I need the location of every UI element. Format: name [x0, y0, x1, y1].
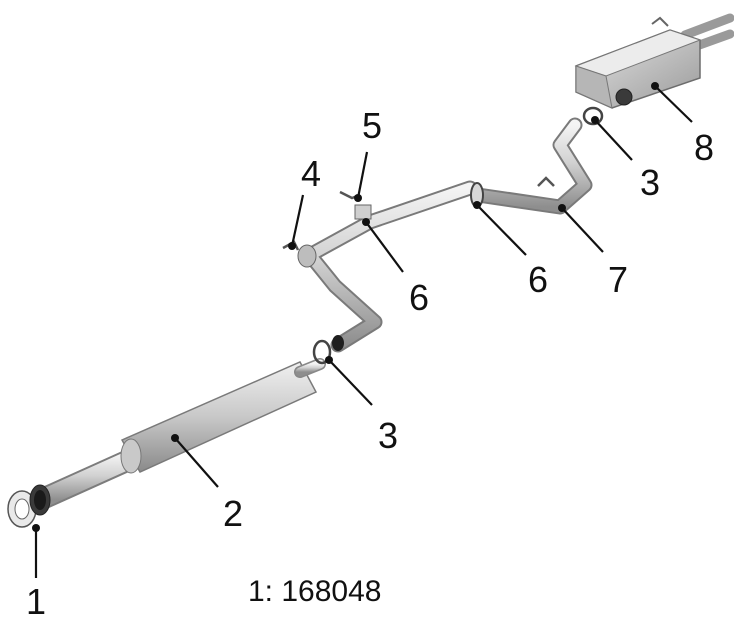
callout-6-rear: 6	[528, 259, 548, 300]
flange-gasket	[7, 484, 51, 528]
hanger-7	[537, 176, 555, 187]
rear-muffler	[574, 13, 734, 109]
callout-3-front: 3	[378, 415, 398, 456]
callout-4: 4	[301, 153, 321, 194]
hanger-4	[282, 240, 300, 251]
rear-pipe	[470, 117, 593, 215]
callout-1: 1	[26, 581, 46, 618]
callout-8: 8	[694, 127, 714, 168]
intermediate-pipe	[297, 180, 478, 353]
callout-2: 2	[223, 493, 243, 534]
callout-7: 7	[608, 259, 628, 300]
part-number-label: 1: 168048	[248, 575, 381, 608]
clamp-rear	[582, 106, 604, 126]
clamp-front	[312, 339, 332, 365]
callout-3-rear: 3	[640, 162, 660, 203]
leader-lines	[32, 82, 693, 578]
callout-5: 5	[362, 105, 382, 146]
callout-6-front: 6	[409, 277, 429, 318]
resonator	[120, 358, 326, 474]
